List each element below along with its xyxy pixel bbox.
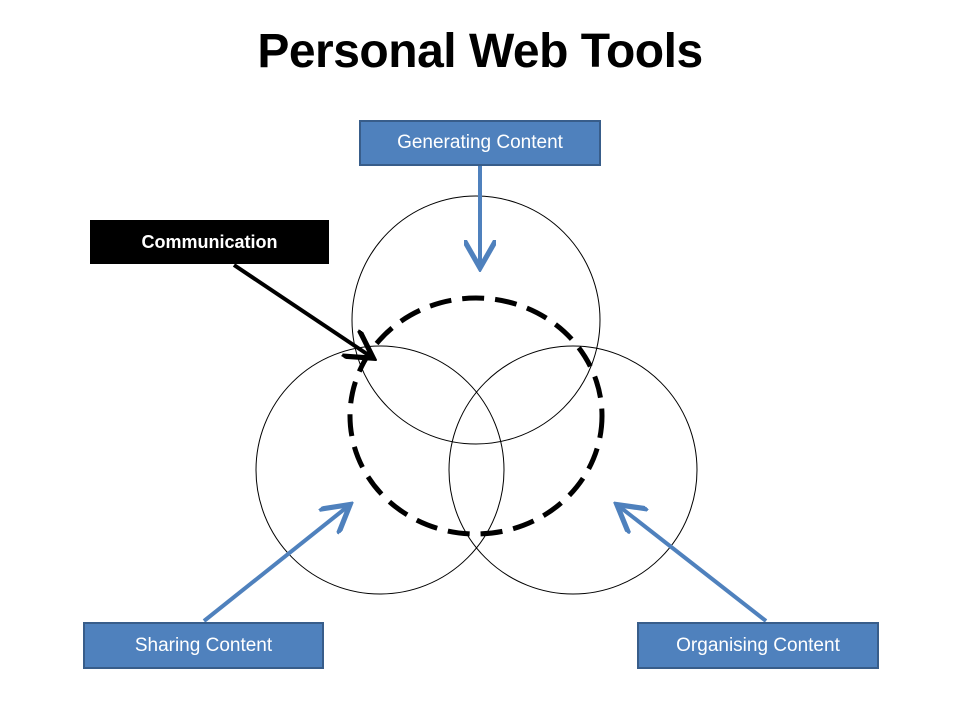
dashed-circle [347,295,605,537]
slide-title: Personal Web Tools [257,25,703,78]
arrow-icon [232,263,370,356]
communication-box: Communication [90,220,329,264]
sharing-content-box: Sharing Content [83,622,324,669]
organising-content-box: Organising Content [637,622,879,669]
circle-organising [448,345,698,595]
generating-content-box: Generating Content [359,120,601,166]
arrow-icon [202,507,347,623]
circle-generating [351,195,601,445]
circle-sharing [255,345,505,595]
arrow-icon [620,507,768,623]
